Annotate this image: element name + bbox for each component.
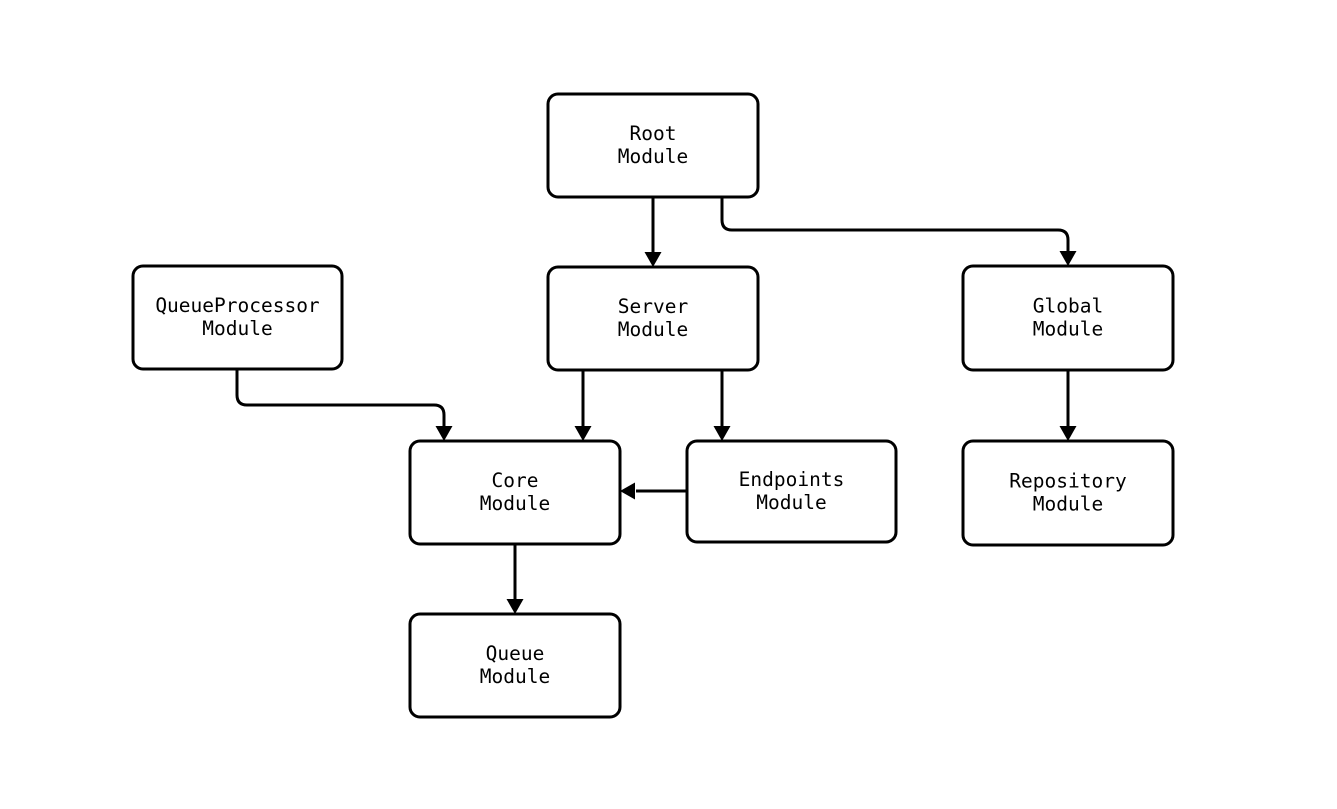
node-label-line2: Module — [1033, 493, 1103, 516]
node-box[interactable] — [685, 439, 898, 544]
arrowhead-icon — [1059, 426, 1077, 441]
node-box[interactable] — [131, 264, 344, 371]
node-label-line1: QueueProcessor — [155, 294, 319, 317]
node-label-line1: Core — [492, 469, 539, 492]
node-label-line2: Module — [1033, 318, 1103, 341]
edge-root-to-server — [644, 197, 662, 267]
arrowhead-icon — [506, 599, 524, 614]
edge-global-to-repository — [1059, 370, 1077, 441]
node-label-line1: Global — [1033, 295, 1103, 318]
edge-endpoints-to-core — [620, 482, 687, 500]
node-box[interactable] — [408, 439, 622, 546]
node-label-line2: Module — [202, 317, 272, 340]
arrowhead-icon — [620, 482, 635, 500]
edge-line — [235, 369, 446, 426]
arrowhead-icon — [1059, 251, 1077, 266]
node-box[interactable] — [961, 439, 1175, 547]
edge-line — [720, 197, 1070, 251]
nodes-layer: RootModuleQueueProcessorModuleServerModu… — [131, 92, 1175, 719]
edge-root-to-global — [720, 197, 1077, 266]
edge-core-to-queue — [506, 544, 524, 614]
arrowhead-icon — [574, 426, 592, 441]
node-label-line2: Module — [756, 491, 826, 514]
node-label-line1: Endpoints — [739, 468, 845, 491]
node-label-line2: Module — [480, 492, 550, 515]
edge-server-to-core — [574, 370, 592, 441]
node-label-line2: Module — [480, 665, 550, 688]
edge-server-to-endpoints — [713, 370, 731, 441]
node-box[interactable] — [546, 92, 760, 199]
arrowhead-icon — [435, 426, 453, 441]
node-label-line2: Module — [618, 145, 688, 168]
arrowhead-icon — [713, 426, 731, 441]
node-label-line1: Repository — [1009, 470, 1126, 493]
arrowhead-icon — [644, 252, 662, 267]
node-box[interactable] — [408, 612, 622, 719]
edge-queueprocessor-to-core — [235, 369, 453, 441]
node-label-line1: Queue — [486, 642, 545, 665]
node-box[interactable] — [546, 265, 760, 372]
node-label-line2: Module — [618, 318, 688, 341]
node-box[interactable] — [961, 264, 1175, 372]
edges-layer — [235, 197, 1077, 614]
node-label-line1: Root — [630, 122, 677, 145]
node-label-line1: Server — [618, 295, 688, 318]
